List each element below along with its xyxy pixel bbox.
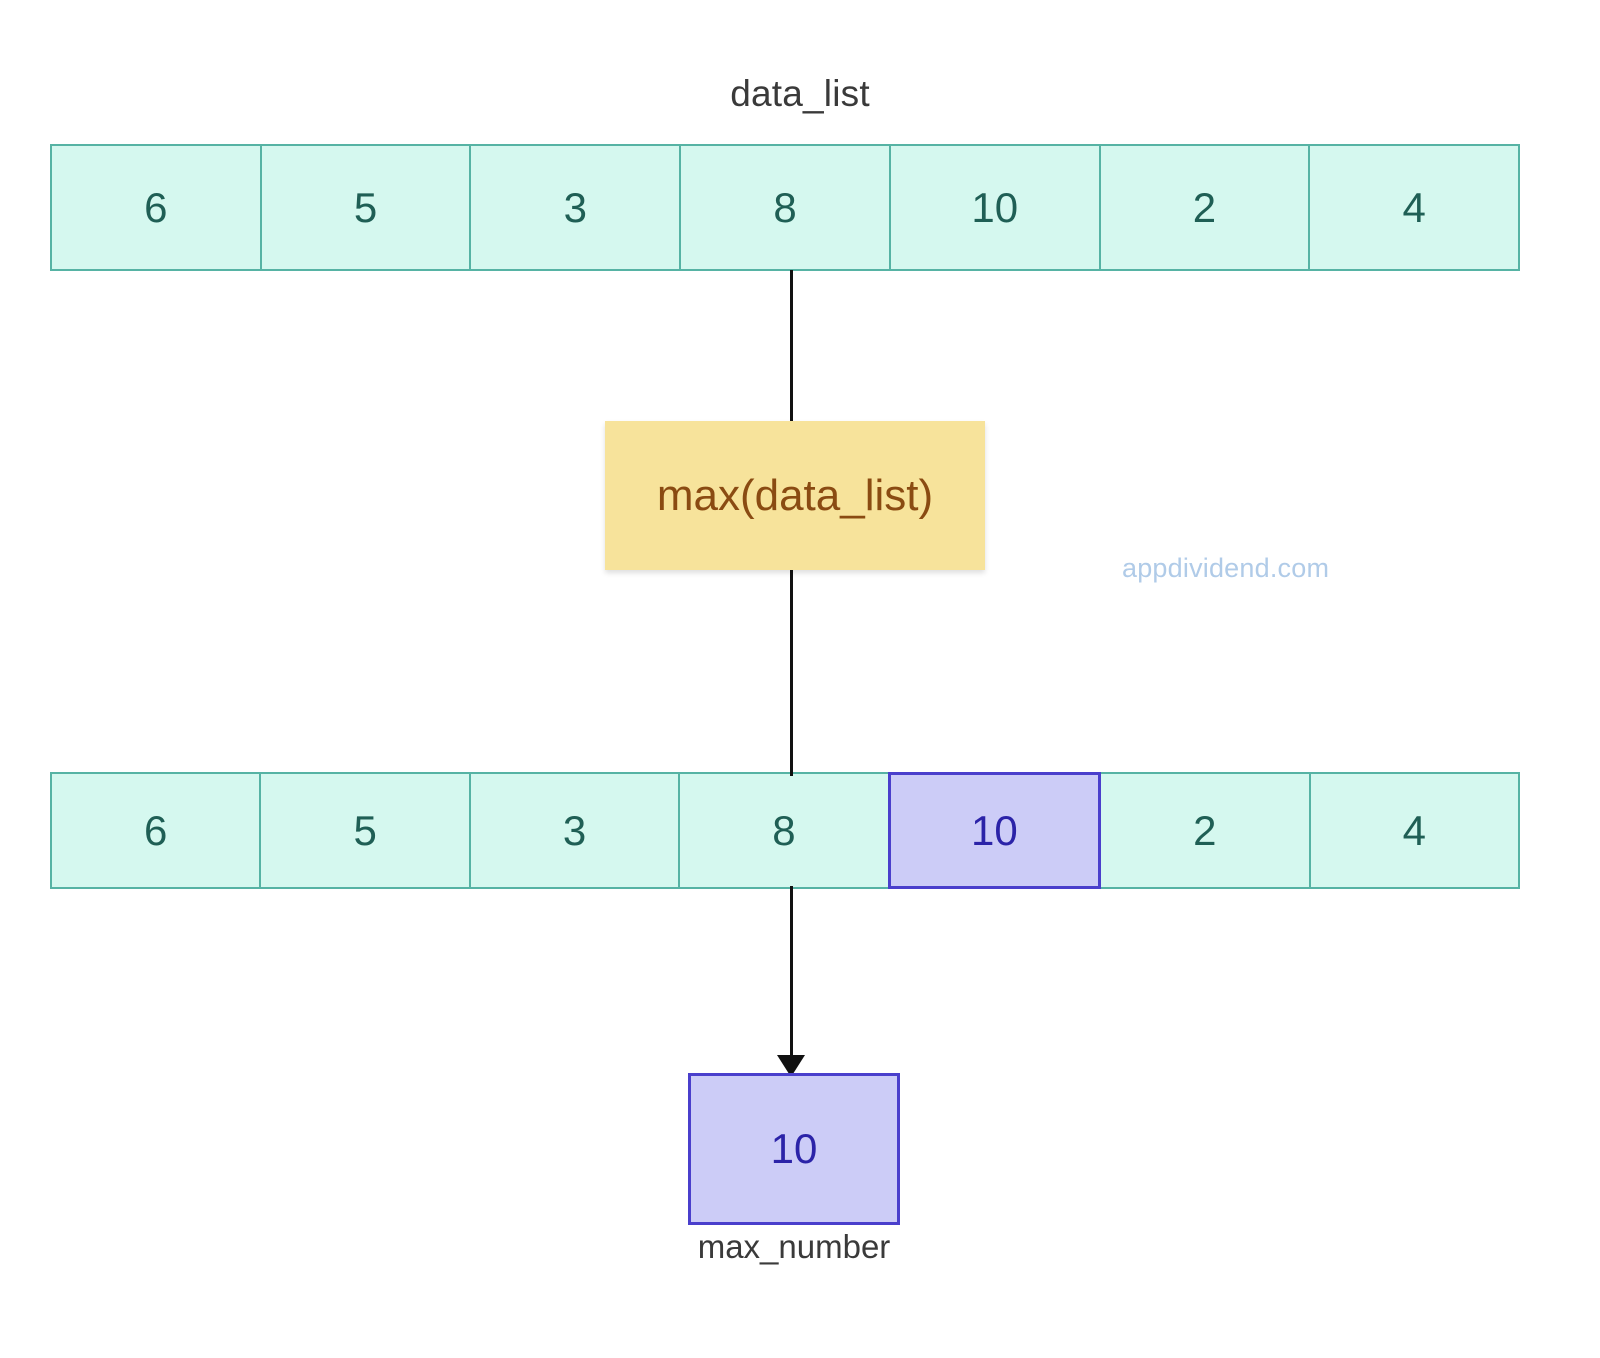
page-title: data_list xyxy=(730,73,870,114)
array-cell-value: 2 xyxy=(1192,183,1217,231)
array-cell: 6 xyxy=(50,144,262,271)
result-value: 10 xyxy=(770,1125,818,1172)
array-cell-value: 8 xyxy=(772,806,796,854)
array-cell: 4 xyxy=(1308,144,1521,271)
connector-array-to-function xyxy=(790,270,793,425)
connector-array-to-result xyxy=(790,886,793,1068)
array-cell-value: 8 xyxy=(773,183,797,231)
array-cell-value: 5 xyxy=(353,806,377,854)
array-cell-value: 4 xyxy=(1402,806,1426,854)
array-cell: 2 xyxy=(1099,772,1311,889)
arrowhead-icon xyxy=(777,1055,805,1077)
array-cell-highlighted: 10 xyxy=(887,772,1102,889)
array-cell: 10 xyxy=(888,144,1101,271)
watermark: appdividend.com xyxy=(1122,553,1330,583)
array-cell-value: 10 xyxy=(971,183,1019,231)
array-cell-value: 6 xyxy=(144,806,168,854)
array-cell-value: 6 xyxy=(144,183,168,231)
array-input-row: 6 5 3 8 10 2 4 xyxy=(50,144,1521,271)
array-cell: 3 xyxy=(469,144,682,271)
array-cell: 3 xyxy=(468,772,681,889)
array-cell: 8 xyxy=(679,144,891,271)
array-cell: 2 xyxy=(1098,144,1311,271)
array-cell: 6 xyxy=(50,772,262,889)
connector-function-to-array xyxy=(790,568,793,776)
array-cell-value: 10 xyxy=(971,806,1018,854)
array-cell-value: 2 xyxy=(1193,806,1217,854)
function-box-label: max(data_list) xyxy=(656,470,934,520)
array-cell-value: 3 xyxy=(563,183,587,231)
result-label: max_number xyxy=(697,1228,891,1265)
array-cell: 4 xyxy=(1308,772,1520,889)
array-cell: 8 xyxy=(678,772,890,889)
function-box-max: max(data_list) xyxy=(605,421,985,570)
array-cell: 5 xyxy=(259,144,472,271)
array-cell: 5 xyxy=(259,772,471,889)
array-highlighted-row: 6 5 3 8 10 2 4 xyxy=(50,772,1520,889)
array-cell-value: 3 xyxy=(562,806,587,854)
result-box-max-number: 10 xyxy=(688,1073,900,1225)
array-cell-value: 5 xyxy=(353,183,378,231)
array-cell-value: 4 xyxy=(1402,183,1426,231)
